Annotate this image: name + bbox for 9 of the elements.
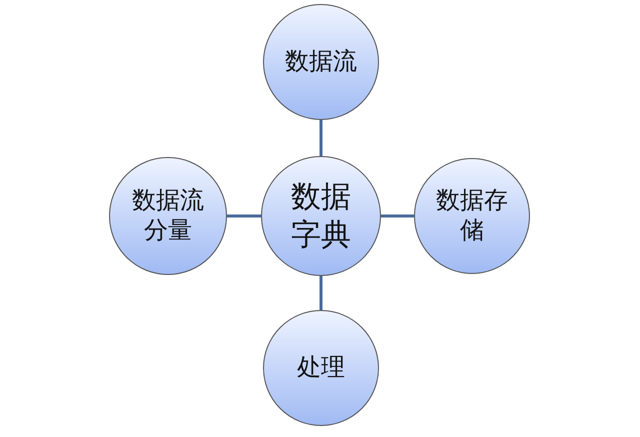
node-label: 数据存储 — [435, 187, 509, 246]
node-label: 处理 — [296, 354, 346, 383]
node-label: 数据流 — [284, 48, 358, 77]
connector-line — [227, 214, 261, 218]
node-label: 数据流分量 — [131, 186, 205, 246]
connector-line — [381, 214, 414, 218]
node-label: 数据字典 — [290, 180, 352, 253]
connector-line — [320, 120, 322, 156]
connector-line — [320, 276, 322, 310]
